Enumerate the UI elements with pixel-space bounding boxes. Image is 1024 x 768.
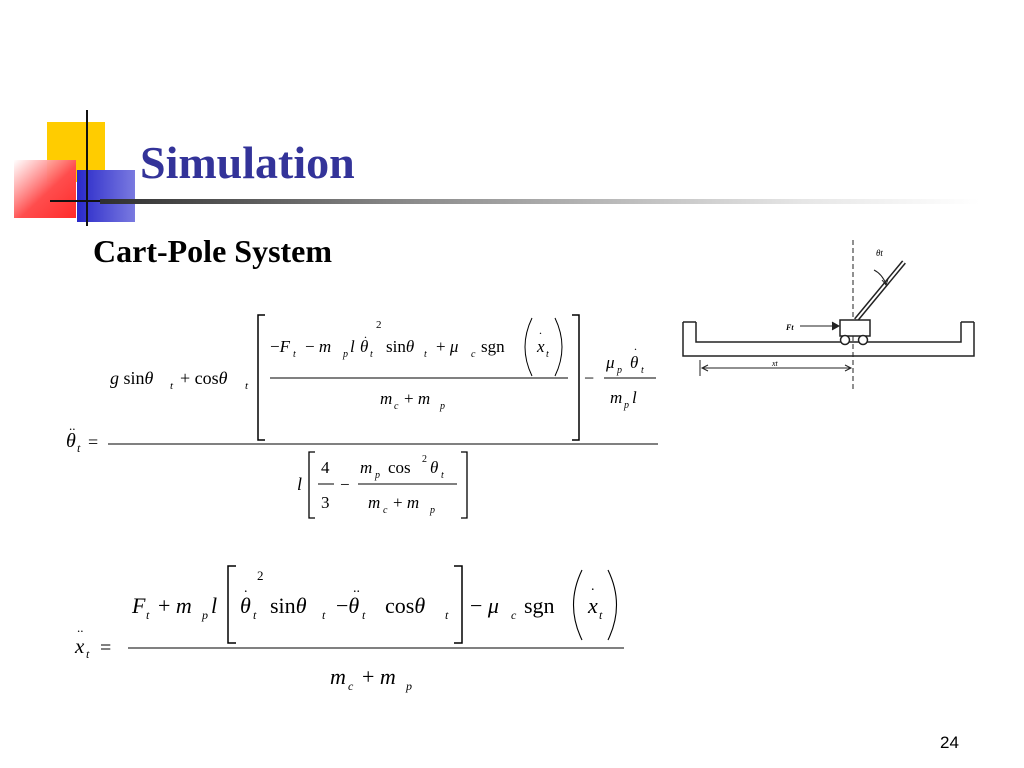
svg-text:sgn: sgn: [481, 337, 505, 356]
svg-text:p: p: [429, 505, 435, 516]
cart-acceleration-equation: x t .. = F t + m p l θ t . 2 sinθ t −θ t…: [74, 565, 624, 693]
slide-title: Simulation: [140, 137, 355, 188]
svg-text:t: t: [441, 470, 444, 481]
svg-text:2: 2: [376, 319, 382, 331]
svg-text:l: l: [211, 593, 217, 618]
svg-text:t: t: [170, 380, 174, 392]
svg-text:c: c: [511, 608, 517, 622]
svg-text:..: ..: [77, 620, 84, 635]
svg-text:t: t: [86, 647, 90, 661]
svg-text:=: =: [88, 432, 98, 452]
svg-text:x: x: [587, 593, 598, 618]
svg-text:− m: − m: [305, 337, 331, 356]
svg-text:p: p: [342, 349, 348, 360]
svg-text:sgn: sgn: [524, 593, 555, 618]
svg-text:.: .: [244, 581, 248, 596]
svg-text:3: 3: [321, 493, 330, 512]
svg-text:t: t: [641, 365, 644, 376]
svg-text:p: p: [439, 401, 445, 412]
svg-text:l: l: [350, 337, 355, 356]
svg-text:c: c: [394, 401, 399, 412]
svg-text:2: 2: [257, 568, 264, 583]
svg-text:t: t: [424, 349, 427, 360]
svg-text:sinθ: sinθ: [386, 337, 414, 356]
svg-text:t: t: [362, 608, 366, 622]
svg-text:t: t: [546, 349, 549, 360]
svg-text:−: −: [584, 368, 594, 388]
svg-text:+ μ: + μ: [436, 337, 458, 356]
svg-text:+ m: + m: [158, 593, 192, 618]
svg-text:μ: μ: [605, 353, 615, 372]
svg-text:cosθ: cosθ: [385, 593, 425, 618]
svg-text:θ: θ: [240, 593, 251, 618]
svg-text:t: t: [146, 608, 150, 622]
svg-text:+ m: + m: [404, 389, 430, 408]
svg-text:sinθ: sinθ: [270, 593, 307, 618]
svg-text:cos: cos: [388, 458, 411, 477]
svg-text:t: t: [293, 349, 296, 360]
svg-text:θ: θ: [630, 353, 638, 372]
svg-text:+ m: + m: [362, 664, 396, 689]
svg-text:c: c: [471, 349, 476, 360]
svg-text:x: x: [536, 337, 545, 356]
svg-text:θ: θ: [360, 337, 368, 356]
svg-text:=: =: [100, 637, 111, 659]
svg-text:t: t: [77, 441, 81, 455]
svg-text:− μ: − μ: [470, 593, 499, 618]
svg-text:t: t: [245, 380, 249, 392]
svg-text:+ cosθ: + cosθ: [180, 368, 228, 388]
force-label: Ft: [785, 323, 794, 332]
position-label: xt: [771, 359, 779, 368]
svg-text:c: c: [348, 679, 354, 693]
svg-text:..: ..: [353, 581, 360, 596]
svg-text:g sinθ: g sinθ: [110, 368, 154, 388]
svg-text:x: x: [74, 634, 85, 658]
svg-text:−: −: [340, 475, 350, 494]
svg-text:p: p: [201, 608, 208, 622]
svg-text:l: l: [632, 388, 637, 407]
svg-text:..: ..: [69, 418, 76, 433]
svg-text:p: p: [405, 679, 412, 693]
svg-text:θ: θ: [66, 430, 76, 452]
svg-text:.: .: [591, 579, 595, 594]
svg-text:t: t: [370, 349, 373, 360]
svg-text:.: .: [634, 339, 637, 353]
svg-text:p: p: [623, 400, 629, 411]
cart-pole-diagram: θt Ft xt: [682, 240, 975, 392]
svg-text:F: F: [131, 593, 146, 618]
svg-text:−F: −F: [270, 337, 291, 356]
svg-text:t: t: [599, 608, 603, 622]
theta-acceleration-equation: θ t .. = g sinθ t + cosθ t −F t − m p l …: [66, 314, 658, 519]
svg-text:4: 4: [321, 458, 330, 477]
svg-text:p: p: [374, 470, 380, 481]
svg-text:m: m: [330, 664, 346, 689]
decorative-squares: [14, 110, 135, 226]
svg-text:m: m: [610, 388, 622, 407]
svg-text:θ: θ: [430, 458, 438, 477]
svg-text:.: .: [364, 327, 367, 341]
svg-text:p: p: [616, 365, 622, 376]
svg-text:.: .: [539, 323, 542, 337]
svg-text:m: m: [360, 458, 372, 477]
svg-text:l: l: [297, 474, 302, 494]
svg-text:2: 2: [422, 454, 427, 465]
svg-text:c: c: [383, 505, 388, 516]
svg-text:t: t: [322, 608, 326, 622]
svg-text:m: m: [368, 493, 380, 512]
red-square: [14, 160, 76, 218]
page-number: 24: [940, 733, 959, 752]
svg-text:−θ: −θ: [336, 593, 359, 618]
svg-text:t: t: [253, 608, 257, 622]
angle-label: θt: [876, 248, 883, 258]
svg-text:t: t: [445, 608, 449, 622]
title-underline: [100, 199, 980, 204]
slide-subtitle: Cart-Pole System: [93, 233, 333, 269]
svg-text:m: m: [380, 389, 392, 408]
svg-text:+ m: + m: [393, 493, 419, 512]
